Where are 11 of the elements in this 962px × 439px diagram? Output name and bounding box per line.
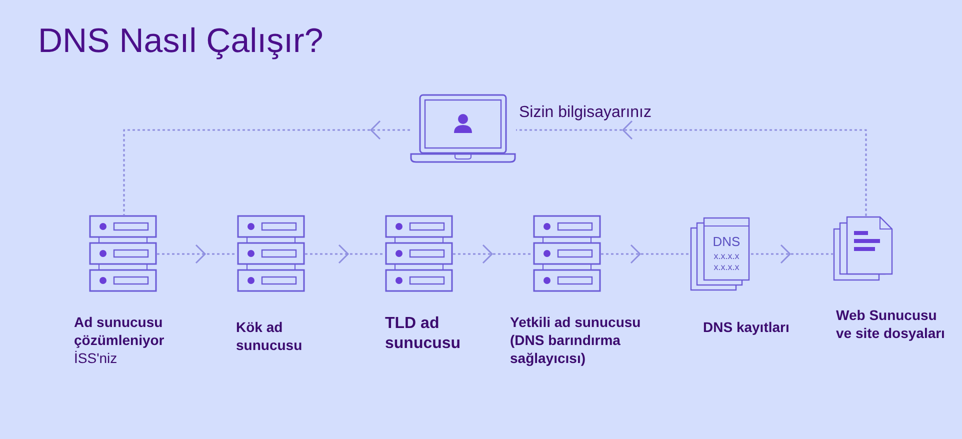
record-value: x.x.x.x x.x.x.x xyxy=(712,251,740,273)
node-subcaption: İSS'niz xyxy=(74,349,118,367)
node-caption: TLD ad sunucusu xyxy=(385,314,462,354)
record-heading: DNS xyxy=(712,235,742,249)
node-caption: Kök ad sunucusu xyxy=(236,318,304,354)
node-caption: Yetkili ad sunucusu (DNS barındırma sağlayıcısı) xyxy=(510,313,642,367)
node-caption: DNS kayıtları xyxy=(703,318,790,336)
node-caption: Ad sunucusu çözümleniyor xyxy=(74,313,166,349)
title: DNS Nasıl Çalışır? xyxy=(38,22,324,61)
node-caption: Web Sunucusu ve site dosyaları xyxy=(836,306,946,342)
node-caption: Sizin bilgisayarınız xyxy=(519,103,652,123)
